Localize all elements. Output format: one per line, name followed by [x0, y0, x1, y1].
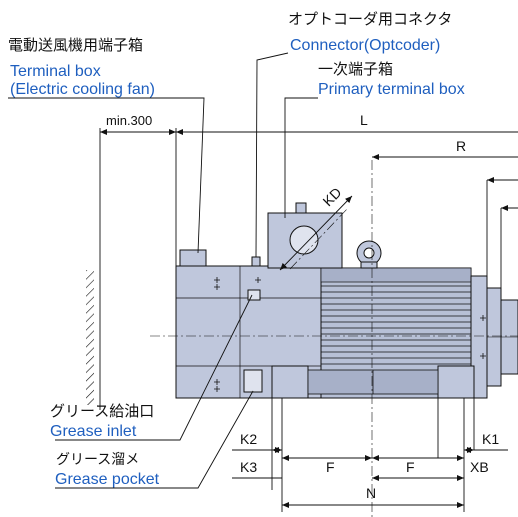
connector-label-jp: オプトコーダ用コネクタ — [288, 10, 452, 28]
dim-k2-label: K2 — [240, 431, 257, 447]
fan-box-label-en-2: (Electric cooling fan) — [10, 81, 155, 98]
primary-box-label-jp: 一次端子箱 — [318, 60, 393, 78]
grease-pocket-label-en: Grease pocket — [55, 471, 160, 488]
dim-r-label: R — [456, 138, 466, 154]
dim-xb-label: XB — [470, 459, 489, 475]
fan-box-label-en: Terminal box — [10, 63, 101, 80]
wall-hatch — [86, 270, 94, 405]
dim-kd-label: KD — [319, 184, 344, 209]
bottom-dimension-lines — [232, 398, 508, 512]
connector-label-en: Connector(Optcoder) — [290, 37, 440, 54]
grease-pocket-label-jp: グリース溜メ — [56, 452, 139, 468]
fan-box-label-jp: 電動送風機用端子箱 — [8, 36, 143, 54]
dim-l-label: L — [360, 112, 368, 128]
grease-inlet-label-en: Grease inlet — [50, 423, 137, 440]
motor-body — [175, 202, 518, 399]
dim-k3-label: K3 — [240, 459, 257, 475]
dim-k1-label: K1 — [482, 431, 499, 447]
leader-lines — [8, 52, 318, 489]
min-clearance-label: min.300 — [106, 113, 152, 128]
dim-f-left-label: F — [326, 459, 335, 475]
dim-n-label: N — [366, 485, 376, 501]
dim-f-right-label: F — [406, 459, 415, 475]
primary-box-label-en: Primary terminal box — [318, 81, 465, 98]
grease-inlet-label-jp: グリース給油口 — [50, 402, 154, 420]
top-dimension-lines — [99, 128, 518, 410]
